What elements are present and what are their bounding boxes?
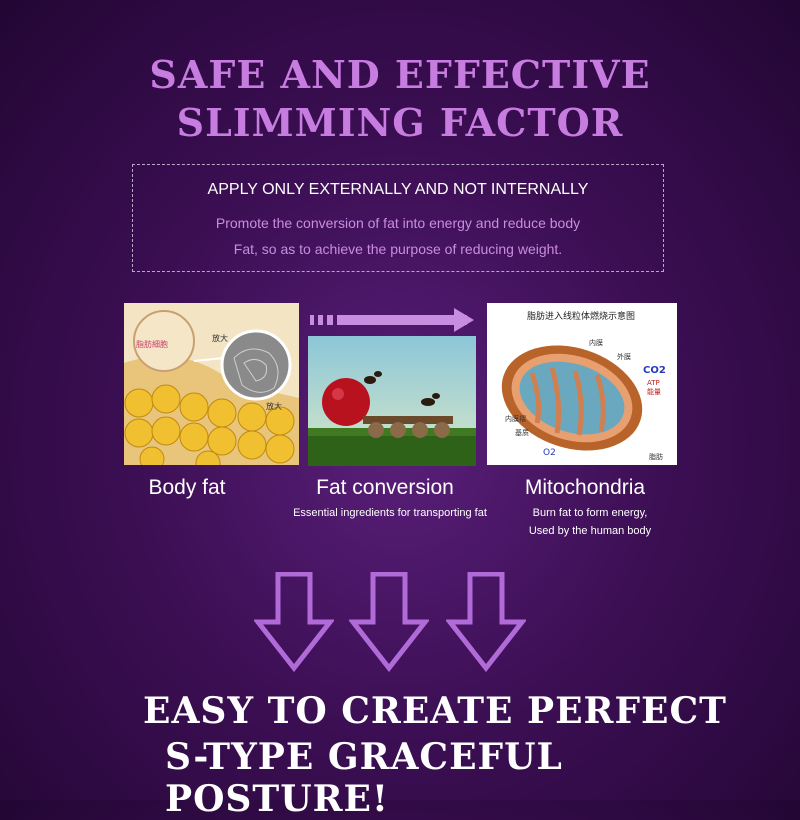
title-line-1: SAFE AND EFFECTIVE: [149, 52, 651, 97]
title-line-2: SLIMMING FACTOR: [176, 100, 624, 145]
label-co2: CO2: [643, 365, 666, 376]
mitochondria-sub-2: Used by the human body: [528, 525, 652, 537]
label-outer-membrane: 外膜: [617, 352, 631, 361]
down-arrow-icon: [254, 572, 334, 672]
info-heading: APPLY ONLY EXTERNALLY AND NOT INTERNALLY: [207, 181, 589, 198]
diagram-title: 脂肪进入线粒体燃烧示意图: [527, 310, 635, 322]
zoom-label-2: 放大: [266, 401, 282, 411]
info-line-2: Fat, so as to achieve the purpose of red…: [233, 241, 563, 257]
caption-fat-conversion: Fat conversion: [316, 476, 454, 499]
label-inner-membrane: 内膜: [589, 338, 603, 347]
fat-conversion-sub: Essential ingredients for transporting f…: [293, 507, 487, 519]
fat-cell-label: 脂肪細胞: [136, 339, 168, 349]
info-box: APPLY ONLY EXTERNALLY AND NOT INTERNALLY…: [132, 164, 664, 272]
slogan-line-2: S-TYPE GRACEFUL POSTURE!: [165, 736, 563, 820]
slogan-line-1: EASY TO CREATE PERFECT: [143, 690, 727, 732]
label-cristae: 内膜褶: [505, 414, 526, 423]
fat-conversion-image: [308, 336, 476, 466]
body-fat-image: 脂肪細胞 放大 放大: [124, 303, 299, 465]
zoom-label-1: 放大: [212, 333, 228, 343]
caption-body-fat: Body fat: [148, 476, 226, 499]
label-atp: ATP: [647, 379, 660, 387]
caption-mitochondria: Mitochondria: [524, 476, 646, 499]
mitochondria-image: 脂肪进入线粒体燃烧示意图 内膜 外膜 CO2 ATP 能量 内膜褶 基质 O2 …: [487, 303, 677, 465]
label-matrix: 基质: [515, 428, 529, 437]
mitochondria-sub-1: Burn fat to form energy,: [532, 507, 648, 519]
label-energy: 能量: [647, 387, 661, 396]
label-fat: 脂肪: [649, 452, 663, 461]
dotted-arrow-icon: [310, 308, 474, 332]
info-line-1: Promote the conversion of fat into energ…: [215, 215, 581, 231]
down-arrow-icon: [446, 572, 526, 672]
label-o2: O2: [543, 448, 556, 458]
down-arrow-icon: [349, 572, 429, 672]
